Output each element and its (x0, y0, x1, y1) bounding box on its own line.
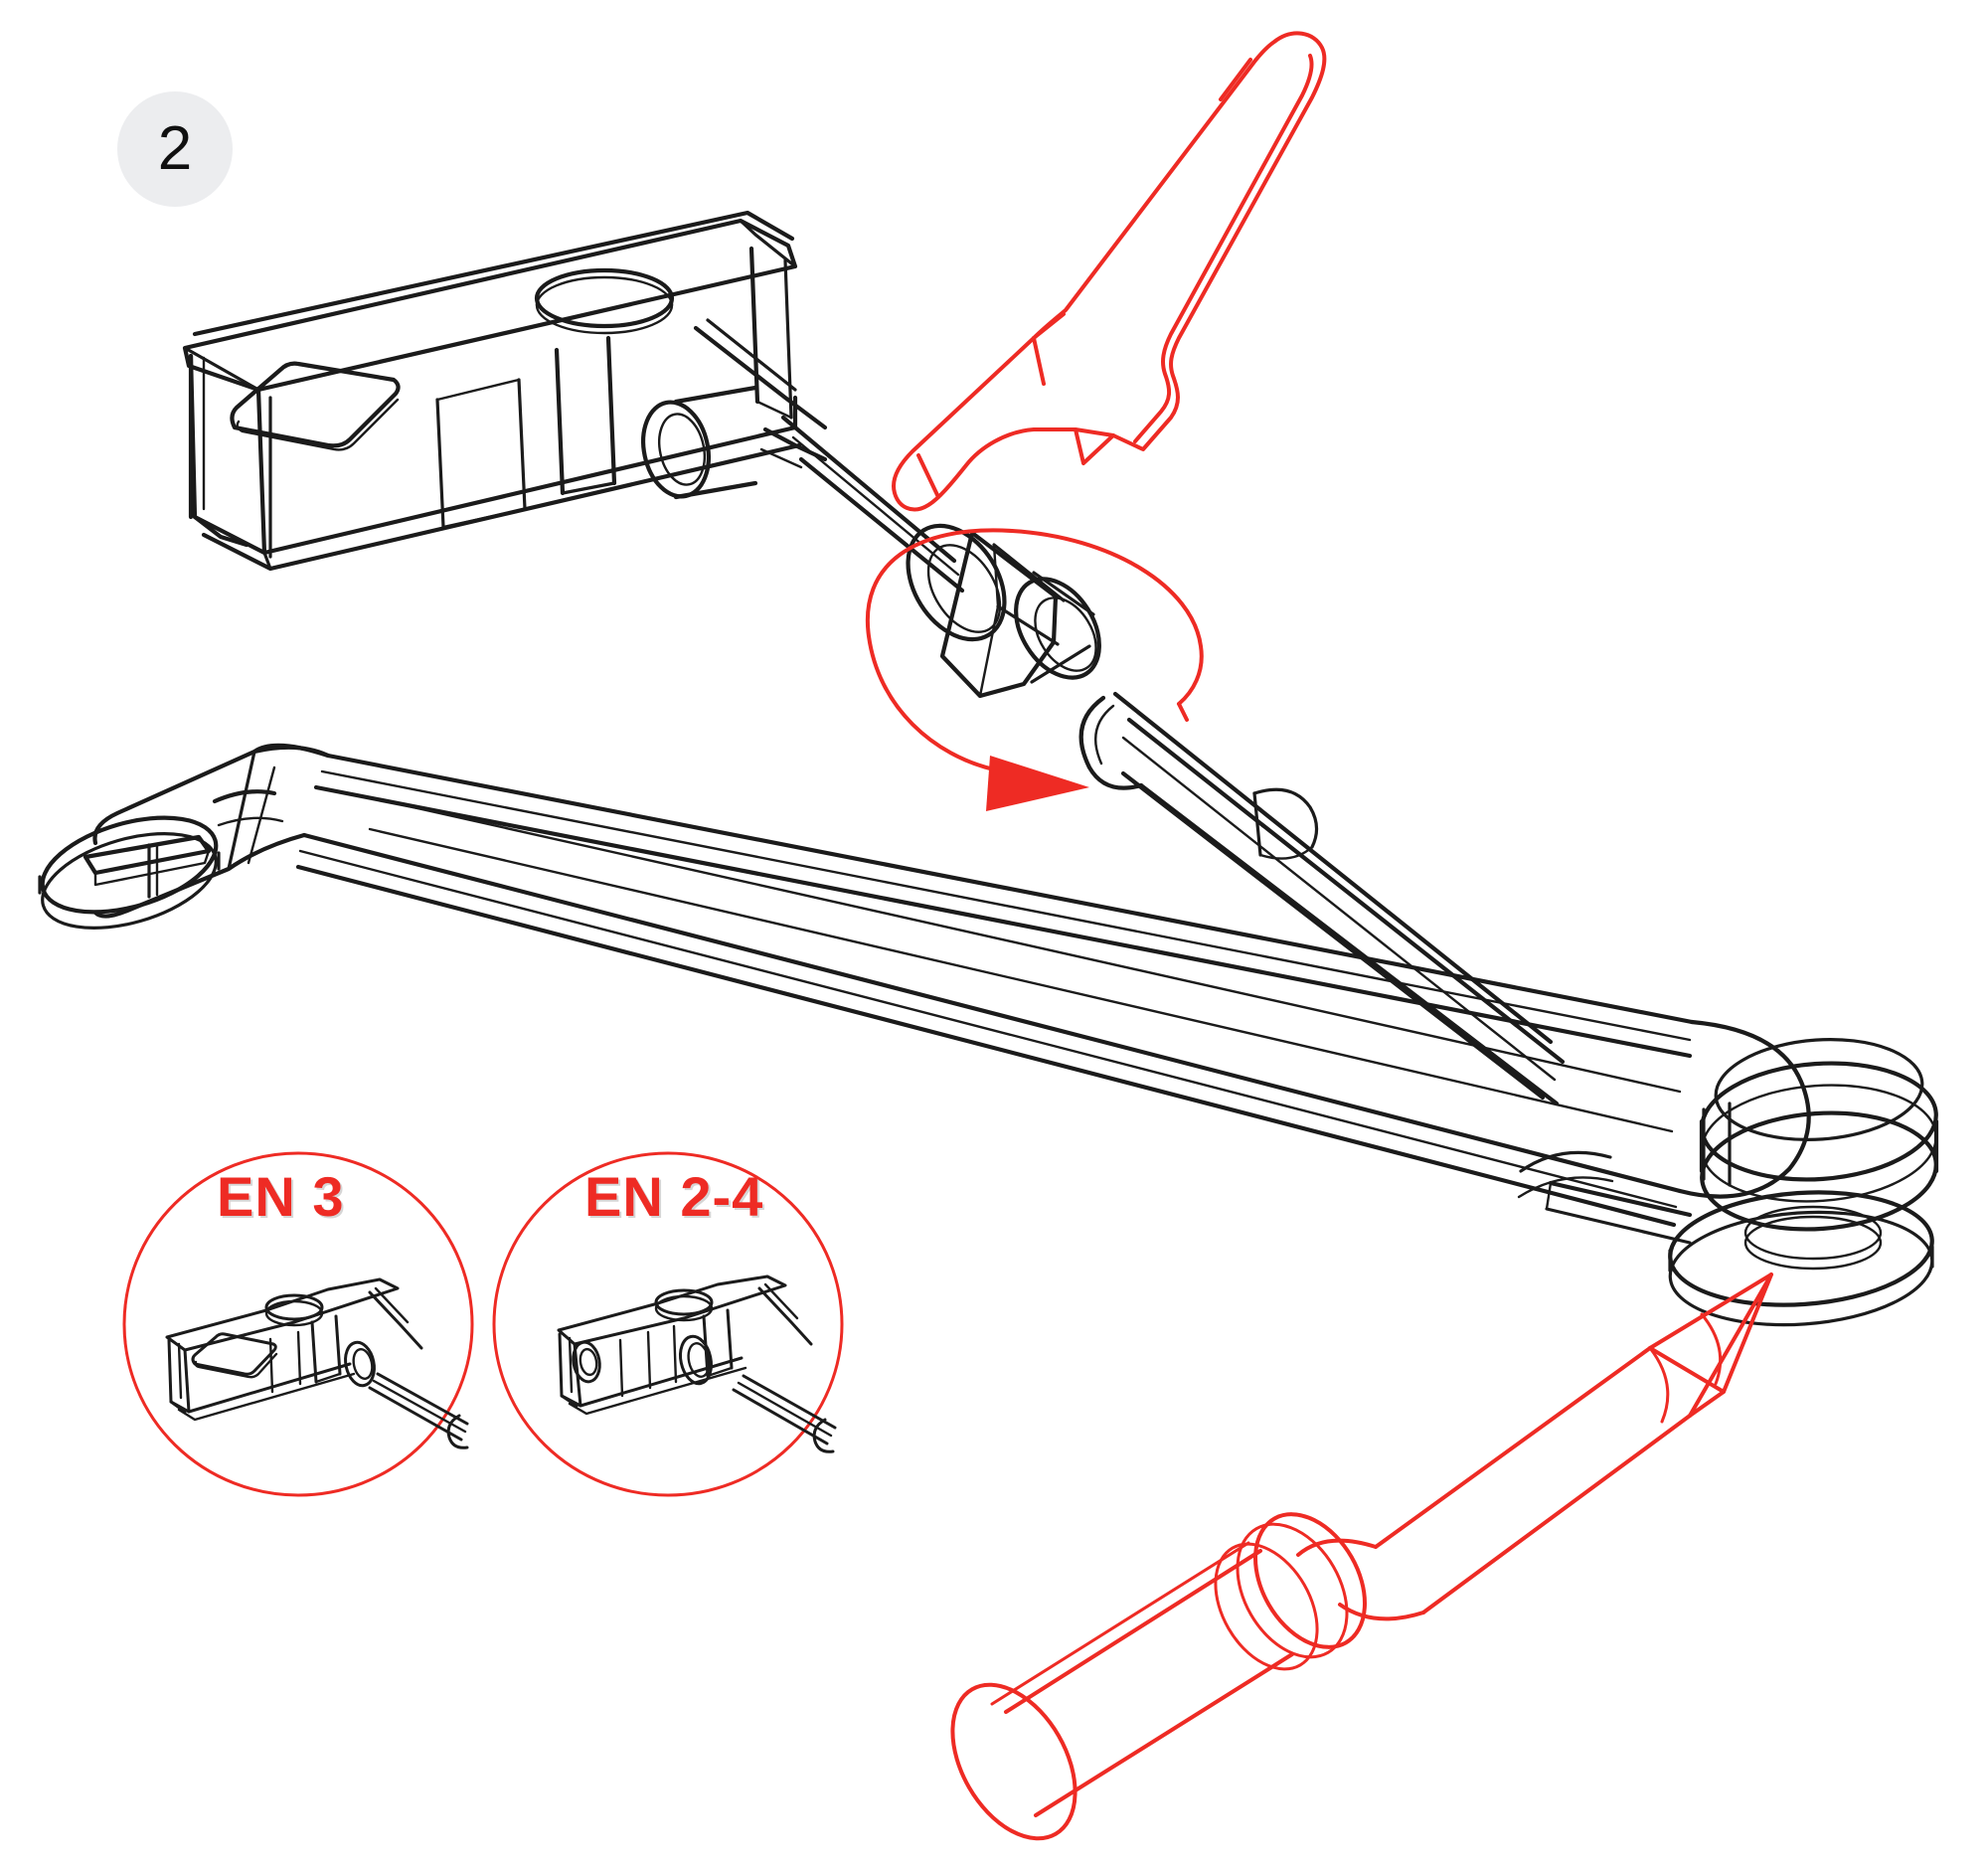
articulating-monitor-arm (38, 743, 1939, 1327)
gas-spring-cylinder (1078, 691, 1566, 1106)
upper-arm-link (780, 415, 965, 594)
callout-detail-drawing-en-2-4 (557, 1274, 837, 1453)
open-end-wrench-tool[interactable] (892, 31, 1327, 512)
wall-mount-bracket (182, 210, 828, 572)
hex-key-driver-tool[interactable] (927, 1273, 1773, 1860)
hex-adjustment-collar (906, 523, 1101, 699)
callout-label-en-3: EN 3 (217, 1165, 345, 1228)
step-number-badge: 2 (117, 91, 233, 207)
step-number-label: 2 (157, 114, 193, 183)
rotation-direction-arrow[interactable] (865, 528, 1204, 811)
callout-label-en-2-4: EN 2-4 (584, 1165, 764, 1228)
callout-detail-drawing-en-3 (165, 1277, 469, 1449)
